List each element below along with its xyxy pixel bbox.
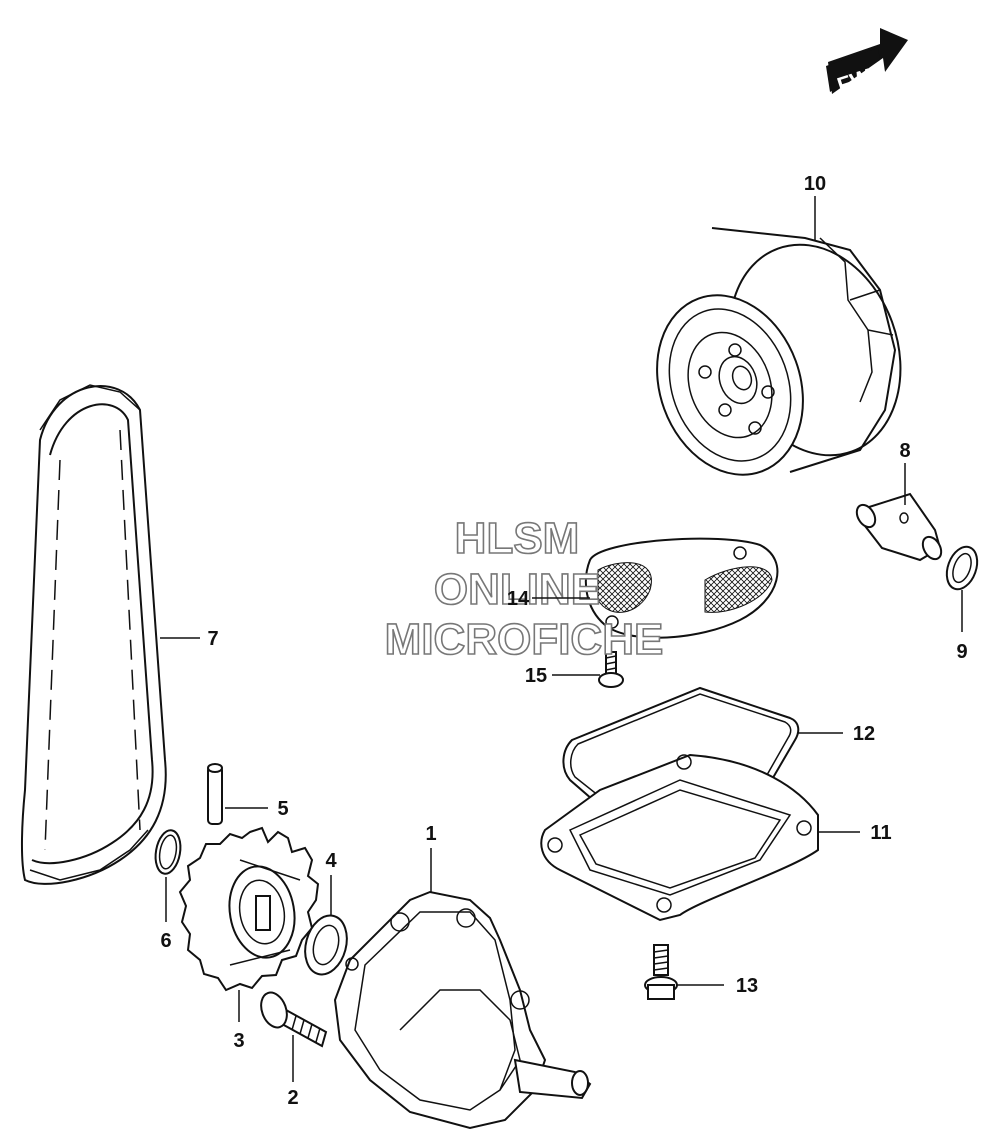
- oil-pan-cover-part: [540, 753, 819, 922]
- oil-filter-part: [656, 227, 902, 476]
- callout-2: 2: [287, 1087, 298, 1109]
- watermark-line-1: HLSM: [455, 514, 580, 563]
- sprocket-bolt-part: [260, 991, 328, 1048]
- drive-chain-part: [20, 384, 167, 885]
- callout-12: 12: [853, 723, 875, 745]
- callout-labels: 1 2 3 4 5 6 7 8 9 10 11 12 13 14 15: [160, 173, 967, 1109]
- fwd-arrow-badge: FWD: [826, 28, 908, 98]
- callout-5: 5: [277, 798, 288, 820]
- callout-4: 4: [325, 850, 337, 872]
- callout-3: 3: [233, 1030, 244, 1052]
- dowel-pin-part: [207, 763, 223, 825]
- callout-14: 14: [507, 588, 530, 610]
- callout-8: 8: [899, 440, 910, 462]
- callout-6: 6: [160, 930, 171, 952]
- washer-part: [304, 914, 348, 976]
- screw-part: [598, 651, 624, 688]
- callout-7: 7: [207, 628, 218, 650]
- callout-11: 11: [870, 822, 891, 844]
- callout-13: 13: [736, 975, 758, 997]
- callout-15: 15: [525, 665, 547, 687]
- watermark-line-2: ONLINE: [434, 565, 600, 614]
- oil-strainer-part: [584, 537, 779, 639]
- watermark-line-3: MICROFICHE: [385, 615, 664, 664]
- watermark: HLSM ONLINE MICROFICHE: [384, 513, 664, 665]
- pipe-fitting-part: [855, 492, 943, 562]
- oil-pump-part: [333, 890, 592, 1130]
- circlip-part: [154, 829, 182, 875]
- leader-lines: [160, 196, 963, 1082]
- callout-1: 1: [425, 823, 436, 845]
- drive-sprocket-part: [178, 826, 320, 992]
- flange-bolt-part: [644, 944, 678, 1000]
- o-ring-part: [945, 545, 979, 591]
- callout-9: 9: [956, 641, 967, 663]
- callout-10: 10: [804, 173, 826, 195]
